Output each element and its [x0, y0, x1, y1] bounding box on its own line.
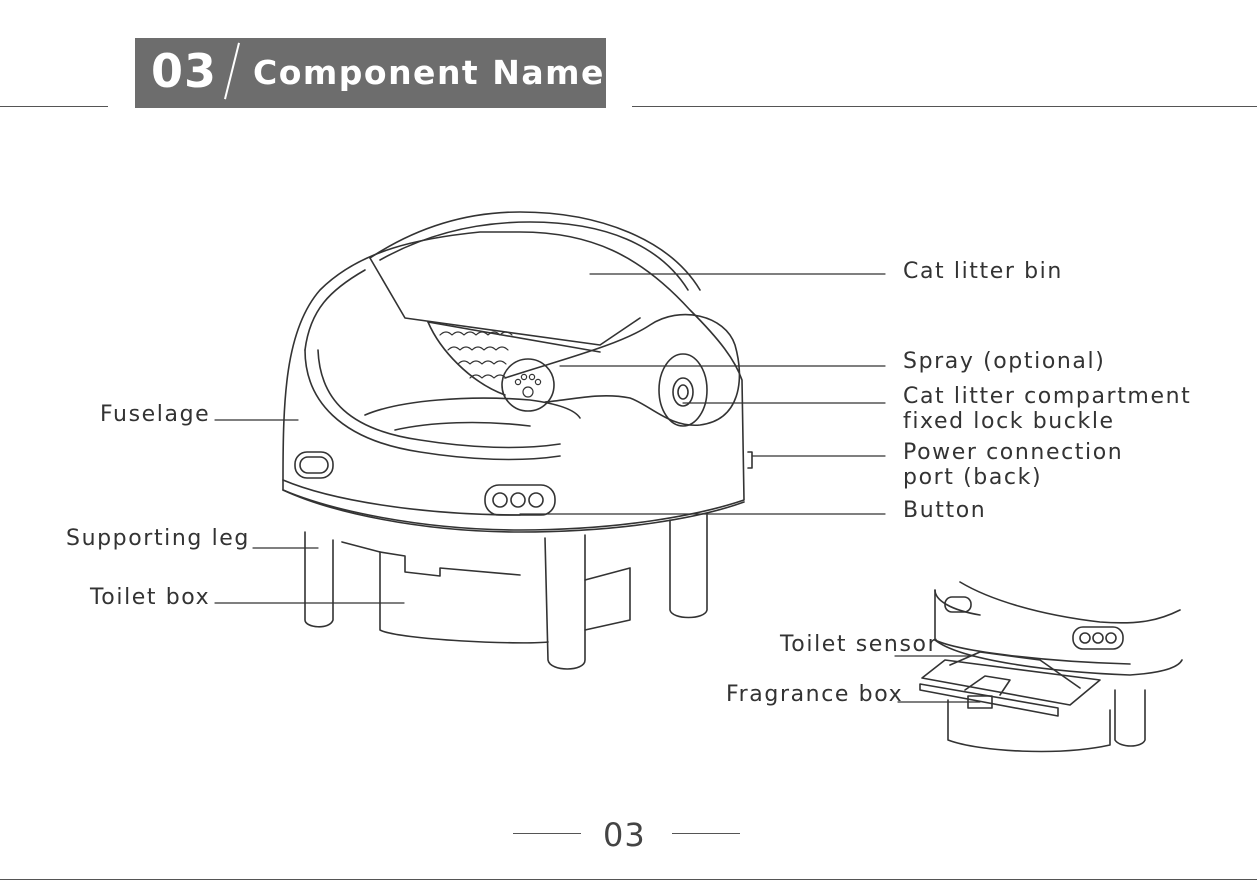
- page-bottom-rule: [0, 879, 1257, 880]
- footer-rule-left: [513, 833, 581, 834]
- label-button: Button: [903, 499, 986, 523]
- label-lock-buckle-line1: Cat litter compartment: [903, 385, 1191, 409]
- label-toilet-box: Toilet box: [90, 586, 210, 610]
- main-unit-drawing: [283, 212, 752, 669]
- page-number: 03: [603, 816, 646, 854]
- label-supporting-leg: Supporting leg: [66, 527, 250, 551]
- label-power-port-line1: Power connection: [903, 441, 1123, 465]
- label-cat-litter-bin: Cat litter bin: [903, 260, 1063, 284]
- toilet-box-detail-drawing: [920, 582, 1182, 751]
- label-fragrance-box: Fragrance box: [726, 683, 903, 707]
- label-spray: Spray (optional): [903, 350, 1105, 374]
- footer-rule-right: [672, 833, 740, 834]
- label-lock-buckle-line2: fixed lock buckle: [903, 410, 1115, 434]
- label-power-port-line2: port (back): [903, 466, 1042, 490]
- label-toilet-sensor: Toilet sensor: [780, 633, 938, 657]
- label-fuselage: Fuselage: [100, 403, 210, 427]
